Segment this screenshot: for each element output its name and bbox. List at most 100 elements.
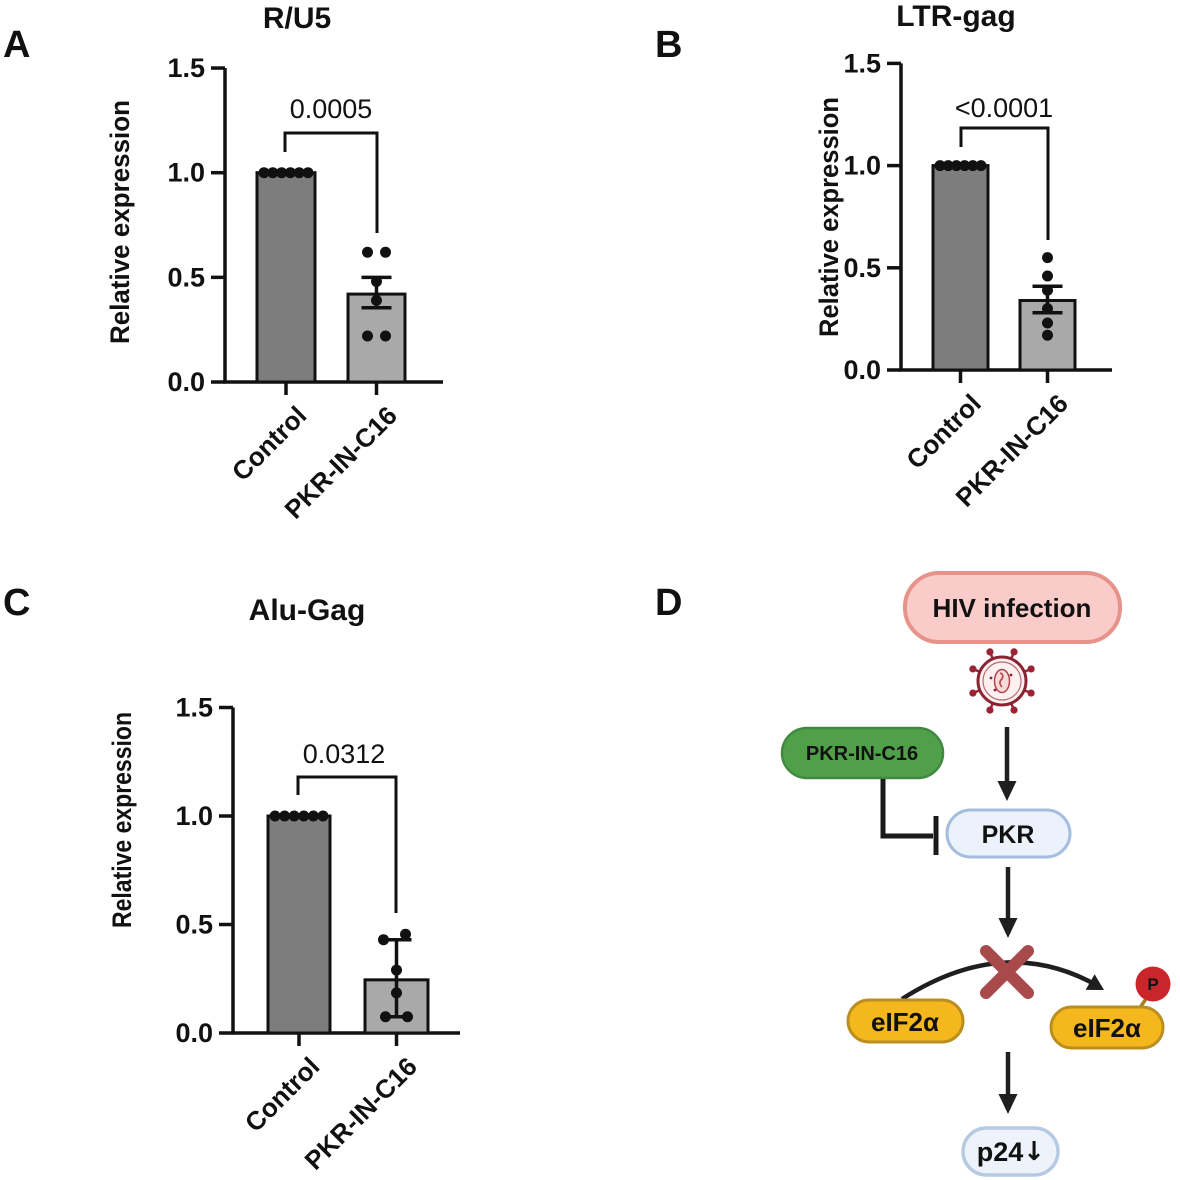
treated-point xyxy=(362,246,373,258)
control-point xyxy=(258,167,270,179)
virus-rna xyxy=(999,672,1004,688)
panel-letter-c: C xyxy=(3,582,30,624)
p-value: <0.0001 xyxy=(955,93,1053,123)
x-category-label: Control xyxy=(239,1051,326,1138)
significance-bracket xyxy=(283,131,379,233)
control-point xyxy=(276,167,288,179)
arrowhead-phosphorylation xyxy=(1085,974,1104,990)
virus-spike-tip xyxy=(986,648,994,656)
treated-point xyxy=(1042,252,1053,264)
treated-point xyxy=(391,987,402,999)
control-point xyxy=(317,810,329,822)
hiv-infection-label: HIV infection xyxy=(933,593,1092,623)
treated-point xyxy=(1042,284,1053,296)
control-point xyxy=(302,167,314,179)
virus-spike-tip xyxy=(1010,648,1018,656)
y-tick-label: 1.0 xyxy=(175,801,213,831)
panel-letter-d: D xyxy=(655,582,682,624)
x-category-label: Control xyxy=(226,400,313,487)
chart-title: LTR-gag xyxy=(896,0,1015,33)
y-axis-title: Relative expression xyxy=(105,100,135,344)
blocked-x-mark xyxy=(980,945,1034,999)
p-value: 0.0312 xyxy=(303,739,386,769)
x-category-label: Control xyxy=(900,388,987,475)
y-axis-title: Relative expression xyxy=(814,97,844,337)
eif2a-box xyxy=(846,998,965,1044)
control-point xyxy=(950,160,962,172)
p24-label: p24 xyxy=(977,1137,1024,1167)
virus-dot xyxy=(993,688,997,692)
p24-box xyxy=(961,1126,1060,1177)
pkr-label: PKR xyxy=(982,821,1035,849)
chart-title: Alu-Gag xyxy=(249,594,366,627)
panel-letter-a: A xyxy=(3,24,30,66)
treated-point xyxy=(391,964,402,976)
eif2a-label: eIF2α xyxy=(871,1007,939,1037)
y-tick-label: 1.0 xyxy=(167,158,205,188)
treated-point xyxy=(402,1011,413,1023)
y-tick-label: 0.5 xyxy=(843,253,881,283)
significance-bracket xyxy=(296,775,398,913)
treated-point xyxy=(371,294,382,306)
virus-dot xyxy=(989,676,993,680)
control-point xyxy=(959,160,971,172)
virus-spike-tip xyxy=(1027,689,1035,697)
pkr-box xyxy=(945,808,1072,859)
panel-letter-b: B xyxy=(655,24,682,66)
control-point xyxy=(307,810,319,822)
hiv-virion-icon xyxy=(969,648,1035,714)
treated-point xyxy=(380,330,391,342)
inhibition-line xyxy=(880,779,933,839)
treated-point xyxy=(380,246,391,258)
control-bar xyxy=(255,171,317,384)
arrowhead-pkr-down xyxy=(998,918,1018,938)
hiv-infection-box xyxy=(903,571,1122,644)
treated-point xyxy=(371,276,382,288)
control-point xyxy=(269,810,281,822)
virus-spike-tip xyxy=(969,665,977,673)
control-point xyxy=(267,167,279,179)
y-tick-label: 0.0 xyxy=(843,355,881,385)
arrowhead-to-p24 xyxy=(998,1094,1018,1114)
control-point xyxy=(293,167,305,179)
phospho-badge xyxy=(1135,966,1171,1002)
pkr-in-c16-label: PKR-IN-C16 xyxy=(806,743,918,765)
y-axis-title: Relative expression xyxy=(107,712,137,928)
treated-point xyxy=(400,928,411,940)
treated-point xyxy=(1042,317,1053,329)
pkr-in-c16-box xyxy=(780,726,945,780)
treated-point xyxy=(380,1011,391,1023)
control-point xyxy=(934,160,946,172)
pathway-diagram: D HIV infection PKR-IN-C16 PKR eIF2α eIF xyxy=(655,571,1171,1177)
eif2a-phospho-box xyxy=(1049,1005,1165,1050)
virus-dot xyxy=(1009,673,1013,677)
control-bar xyxy=(266,814,332,1035)
y-tick-label: 1.5 xyxy=(843,48,881,78)
control-point xyxy=(942,160,954,172)
treated-point xyxy=(378,934,389,946)
y-tick-label: 1.0 xyxy=(843,151,881,181)
chart-title: R/U5 xyxy=(263,2,331,35)
control-point xyxy=(967,160,979,172)
virus-spike-tip xyxy=(969,689,977,697)
control-bar xyxy=(931,164,990,372)
treated-point xyxy=(362,330,373,342)
significance-bracket xyxy=(959,126,1050,240)
eif2a-phospho-label: eIF2α xyxy=(1073,1013,1141,1043)
treated-point xyxy=(1042,303,1053,315)
phospho-badge-label: P xyxy=(1147,975,1158,994)
p24-decrease-icon: ↓ xyxy=(1023,1137,1045,1167)
y-tick-label: 0.0 xyxy=(167,367,205,397)
control-point xyxy=(298,810,310,822)
control-point xyxy=(975,160,987,172)
virus-spike-tip xyxy=(1010,706,1018,714)
control-point xyxy=(279,810,291,822)
control-point xyxy=(288,810,300,822)
arrowhead-virus-to-pkr xyxy=(997,781,1017,801)
virus-inner-ring xyxy=(982,661,1022,701)
virus-capsid xyxy=(993,668,1011,694)
